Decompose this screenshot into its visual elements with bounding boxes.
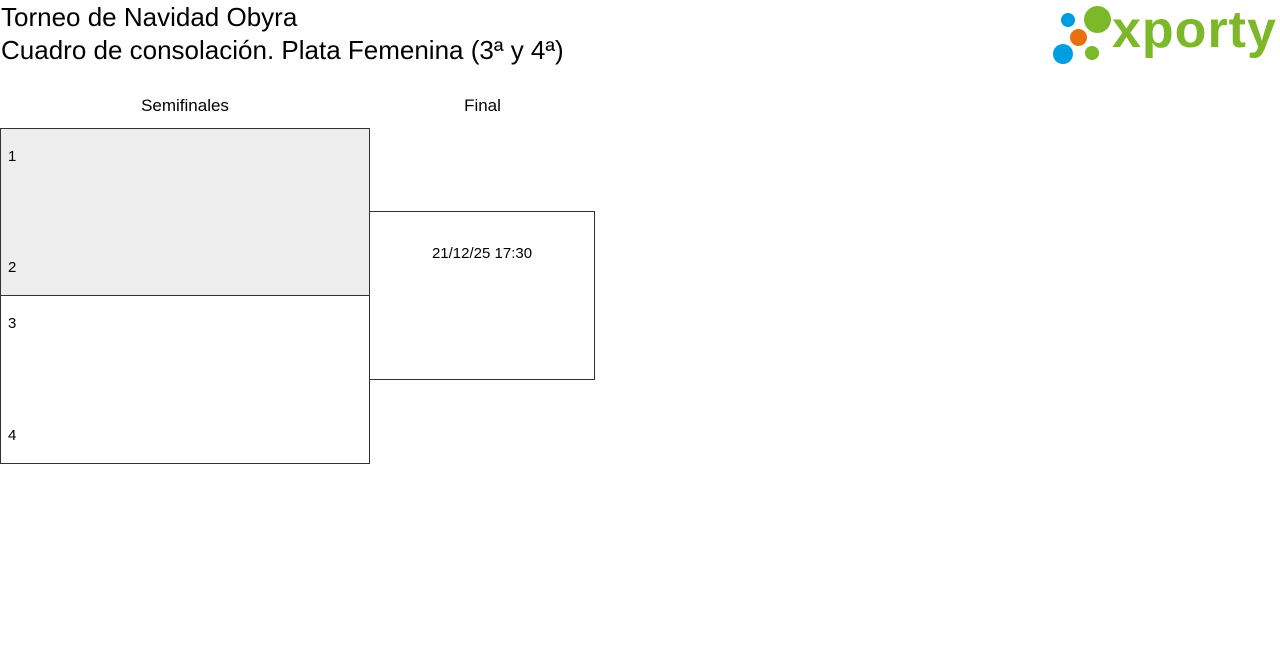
seed-label: 2 (8, 259, 17, 276)
semifinal-match-2[interactable]: 3 4 (0, 295, 370, 464)
xporty-logo[interactable]: xporty (1050, 1, 1278, 66)
semifinal-match-1[interactable]: 1 2 (0, 128, 370, 296)
logo-dot-icon (1053, 44, 1073, 64)
logo-text: xporty (1112, 1, 1277, 59)
draw-title: Cuadro de consolación. Plata Femenina (3… (1, 35, 564, 65)
logo-dot-icon (1061, 13, 1075, 27)
tournament-title: Torneo de Navidad Obyra (1, 2, 298, 32)
round-header-final: Final (464, 96, 501, 115)
logo-dot-icon (1070, 29, 1087, 46)
logo-dot-icon (1085, 46, 1099, 60)
match-date: 21/12/25 17:30 (431, 245, 533, 262)
seed-label: 3 (8, 315, 17, 332)
logo-dot-icon (1084, 6, 1111, 33)
seed-label: 1 (8, 148, 17, 165)
final-match[interactable]: 21/12/25 17:30 (369, 211, 595, 380)
seed-label: 4 (8, 427, 17, 444)
round-header-semifinals: Semifinales (141, 96, 229, 115)
